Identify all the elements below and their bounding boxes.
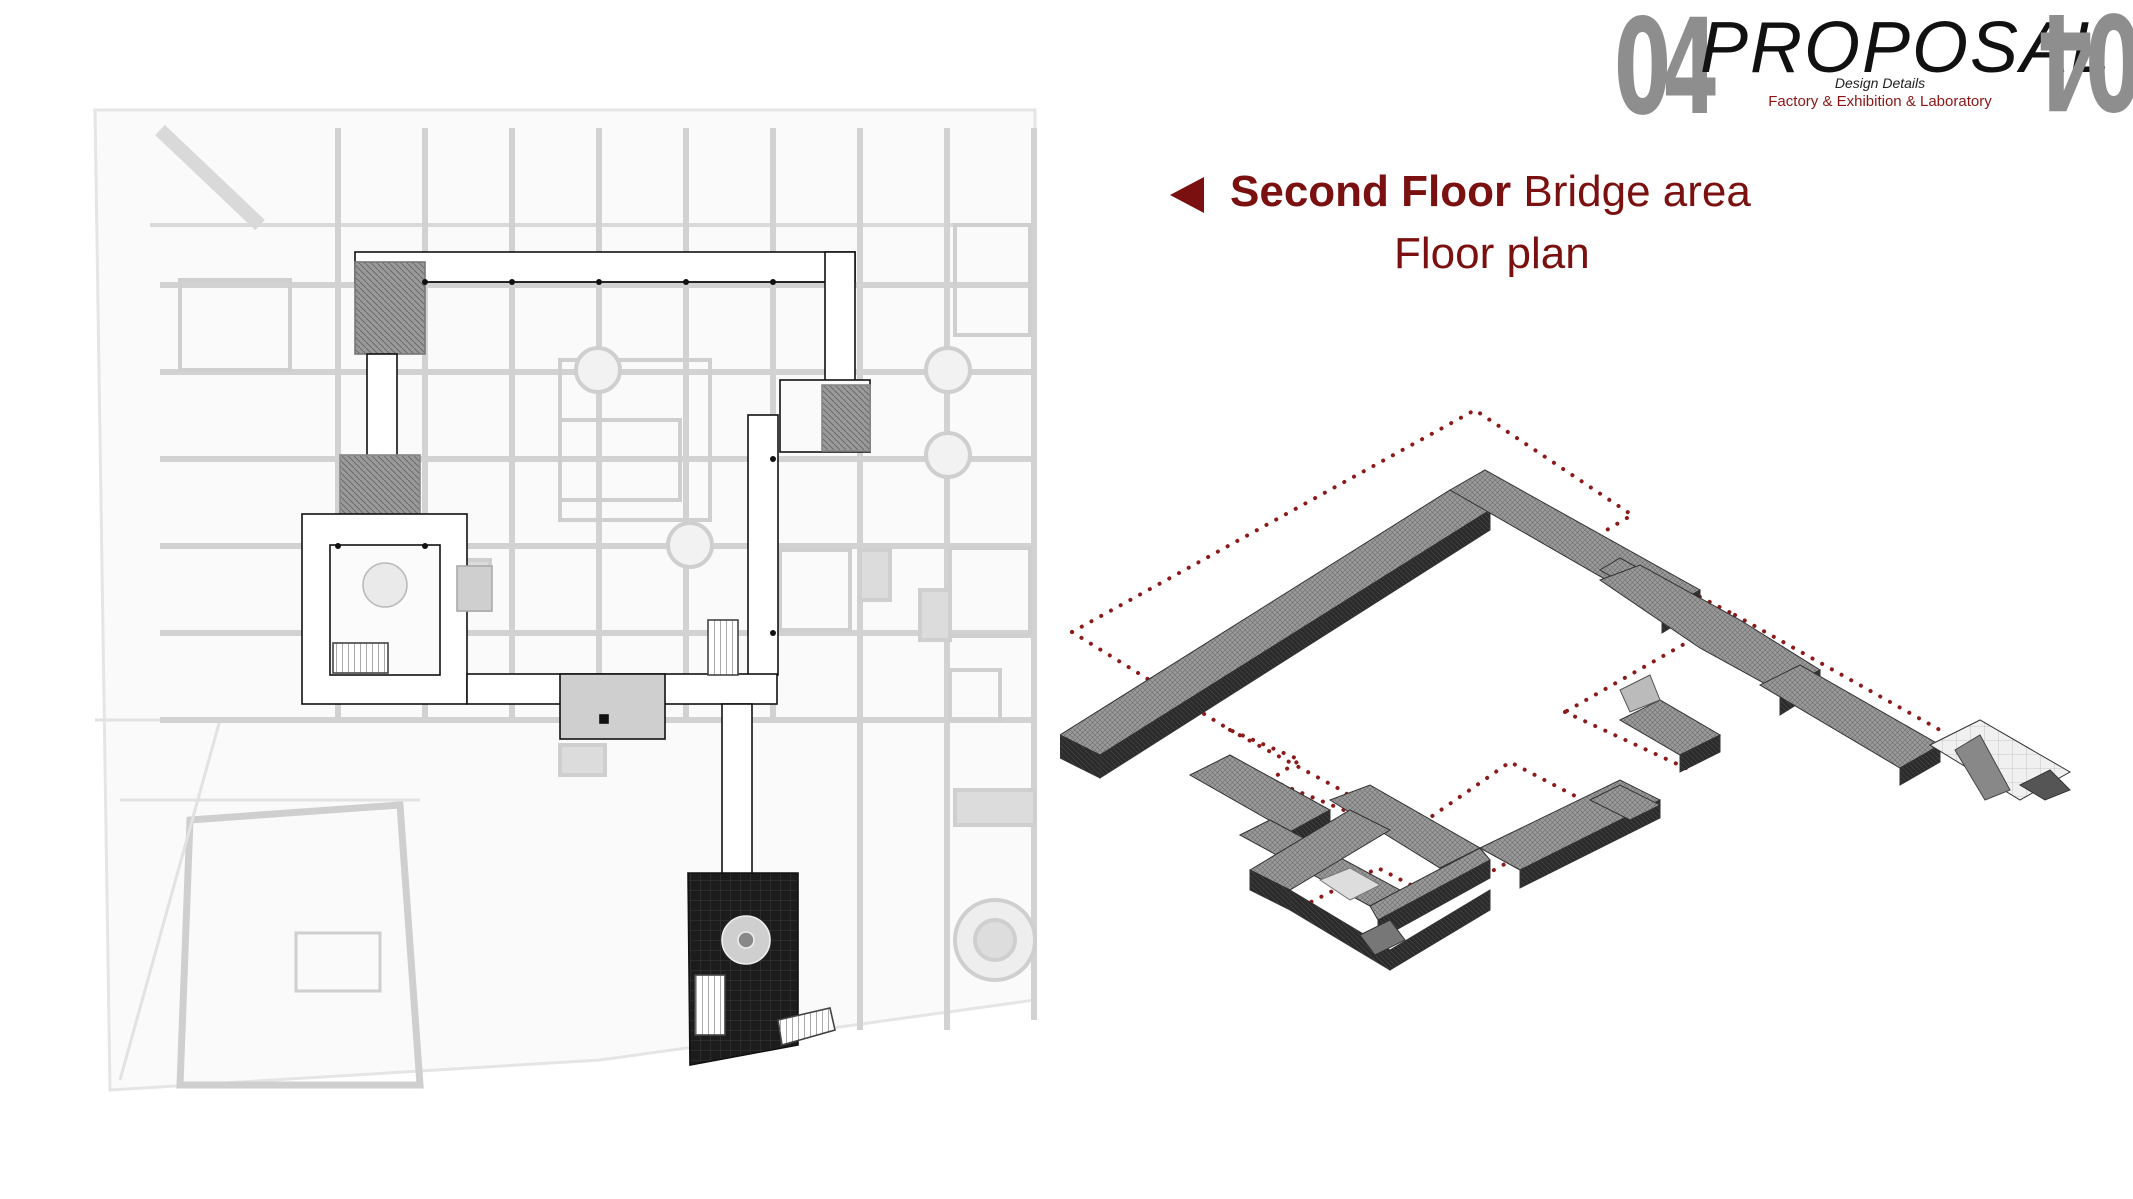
section-number-left: 04: [1614, 0, 1719, 145]
proposal-subtitle: Design Details: [1834, 75, 1926, 91]
heading-line-1: Second Floor Bridge area: [1230, 166, 1751, 219]
bridge-walkway-plan: [301, 251, 871, 1066]
heading-bold-text: Second Floor: [1230, 167, 1512, 216]
proposal-title: PROPOSAL: [1700, 8, 2113, 88]
second-floor-plan-drawing: [93, 108, 1037, 1092]
bridge-geometry: [1060, 469, 2072, 971]
bridge-axonometric-model: [1060, 407, 2072, 971]
heading-regular-text: Bridge area: [1511, 167, 1751, 216]
interior-rooms: [178, 223, 1037, 982]
left-triangle-arrow-icon: [1170, 177, 1204, 213]
heading-line-2: Floor plan: [1394, 229, 1590, 278]
proposal-category: Factory & Exhibition & Laboratory: [1768, 93, 1992, 110]
